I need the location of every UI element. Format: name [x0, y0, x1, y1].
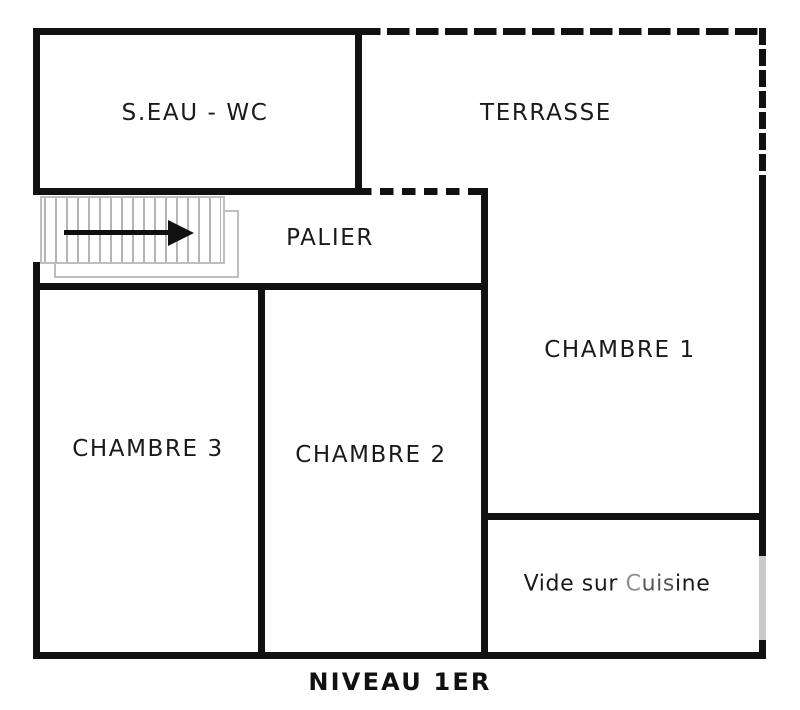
void-label-faded-mid: uis	[641, 571, 675, 597]
wall-top-solid	[33, 28, 362, 35]
wall-top-terrace-dashed	[358, 28, 766, 35]
staircase[interactable]	[40, 196, 239, 278]
room-label-bathroom-wc: S.EAU - WC	[121, 100, 269, 126]
wall-left-upper	[33, 28, 40, 190]
room-label-void-over-kitchen: Vide sur Cuisine	[524, 572, 711, 597]
plan-caption: NIVEAU 1ER	[308, 668, 492, 696]
wall-under-terrace-dashed	[358, 188, 484, 195]
wall-bedroom3-bedroom2	[258, 283, 265, 659]
wall-bottom	[33, 652, 766, 659]
arrow-right-icon-head	[168, 220, 194, 246]
stair-wall-break	[30, 198, 42, 262]
wall-right-opening	[759, 556, 766, 640]
wall-right-terrace-dashed	[759, 28, 766, 190]
wall-right-solid	[759, 188, 766, 659]
void-label-solid: Vide sur	[523, 571, 626, 597]
wall-landing-bedroom1	[481, 188, 488, 659]
room-label-terrace: TERRASSE	[480, 100, 612, 126]
arrow-right-icon-shaft	[64, 230, 172, 235]
room-label-bedroom-2: CHAMBRE 2	[295, 442, 447, 468]
wall-bathroom-terrace	[355, 28, 362, 190]
room-label-landing: PALIER	[286, 225, 374, 251]
stair-body	[40, 196, 225, 264]
void-label-tail: ine	[674, 571, 711, 597]
wall-under-bathroom	[33, 188, 362, 195]
room-label-bedroom-3: CHAMBRE 3	[72, 436, 224, 462]
wall-left-lower	[33, 262, 40, 659]
wall-bedroom1-void	[481, 513, 766, 520]
room-label-bedroom-1: CHAMBRE 1	[544, 337, 696, 363]
void-label-faded-start: C	[625, 571, 642, 597]
